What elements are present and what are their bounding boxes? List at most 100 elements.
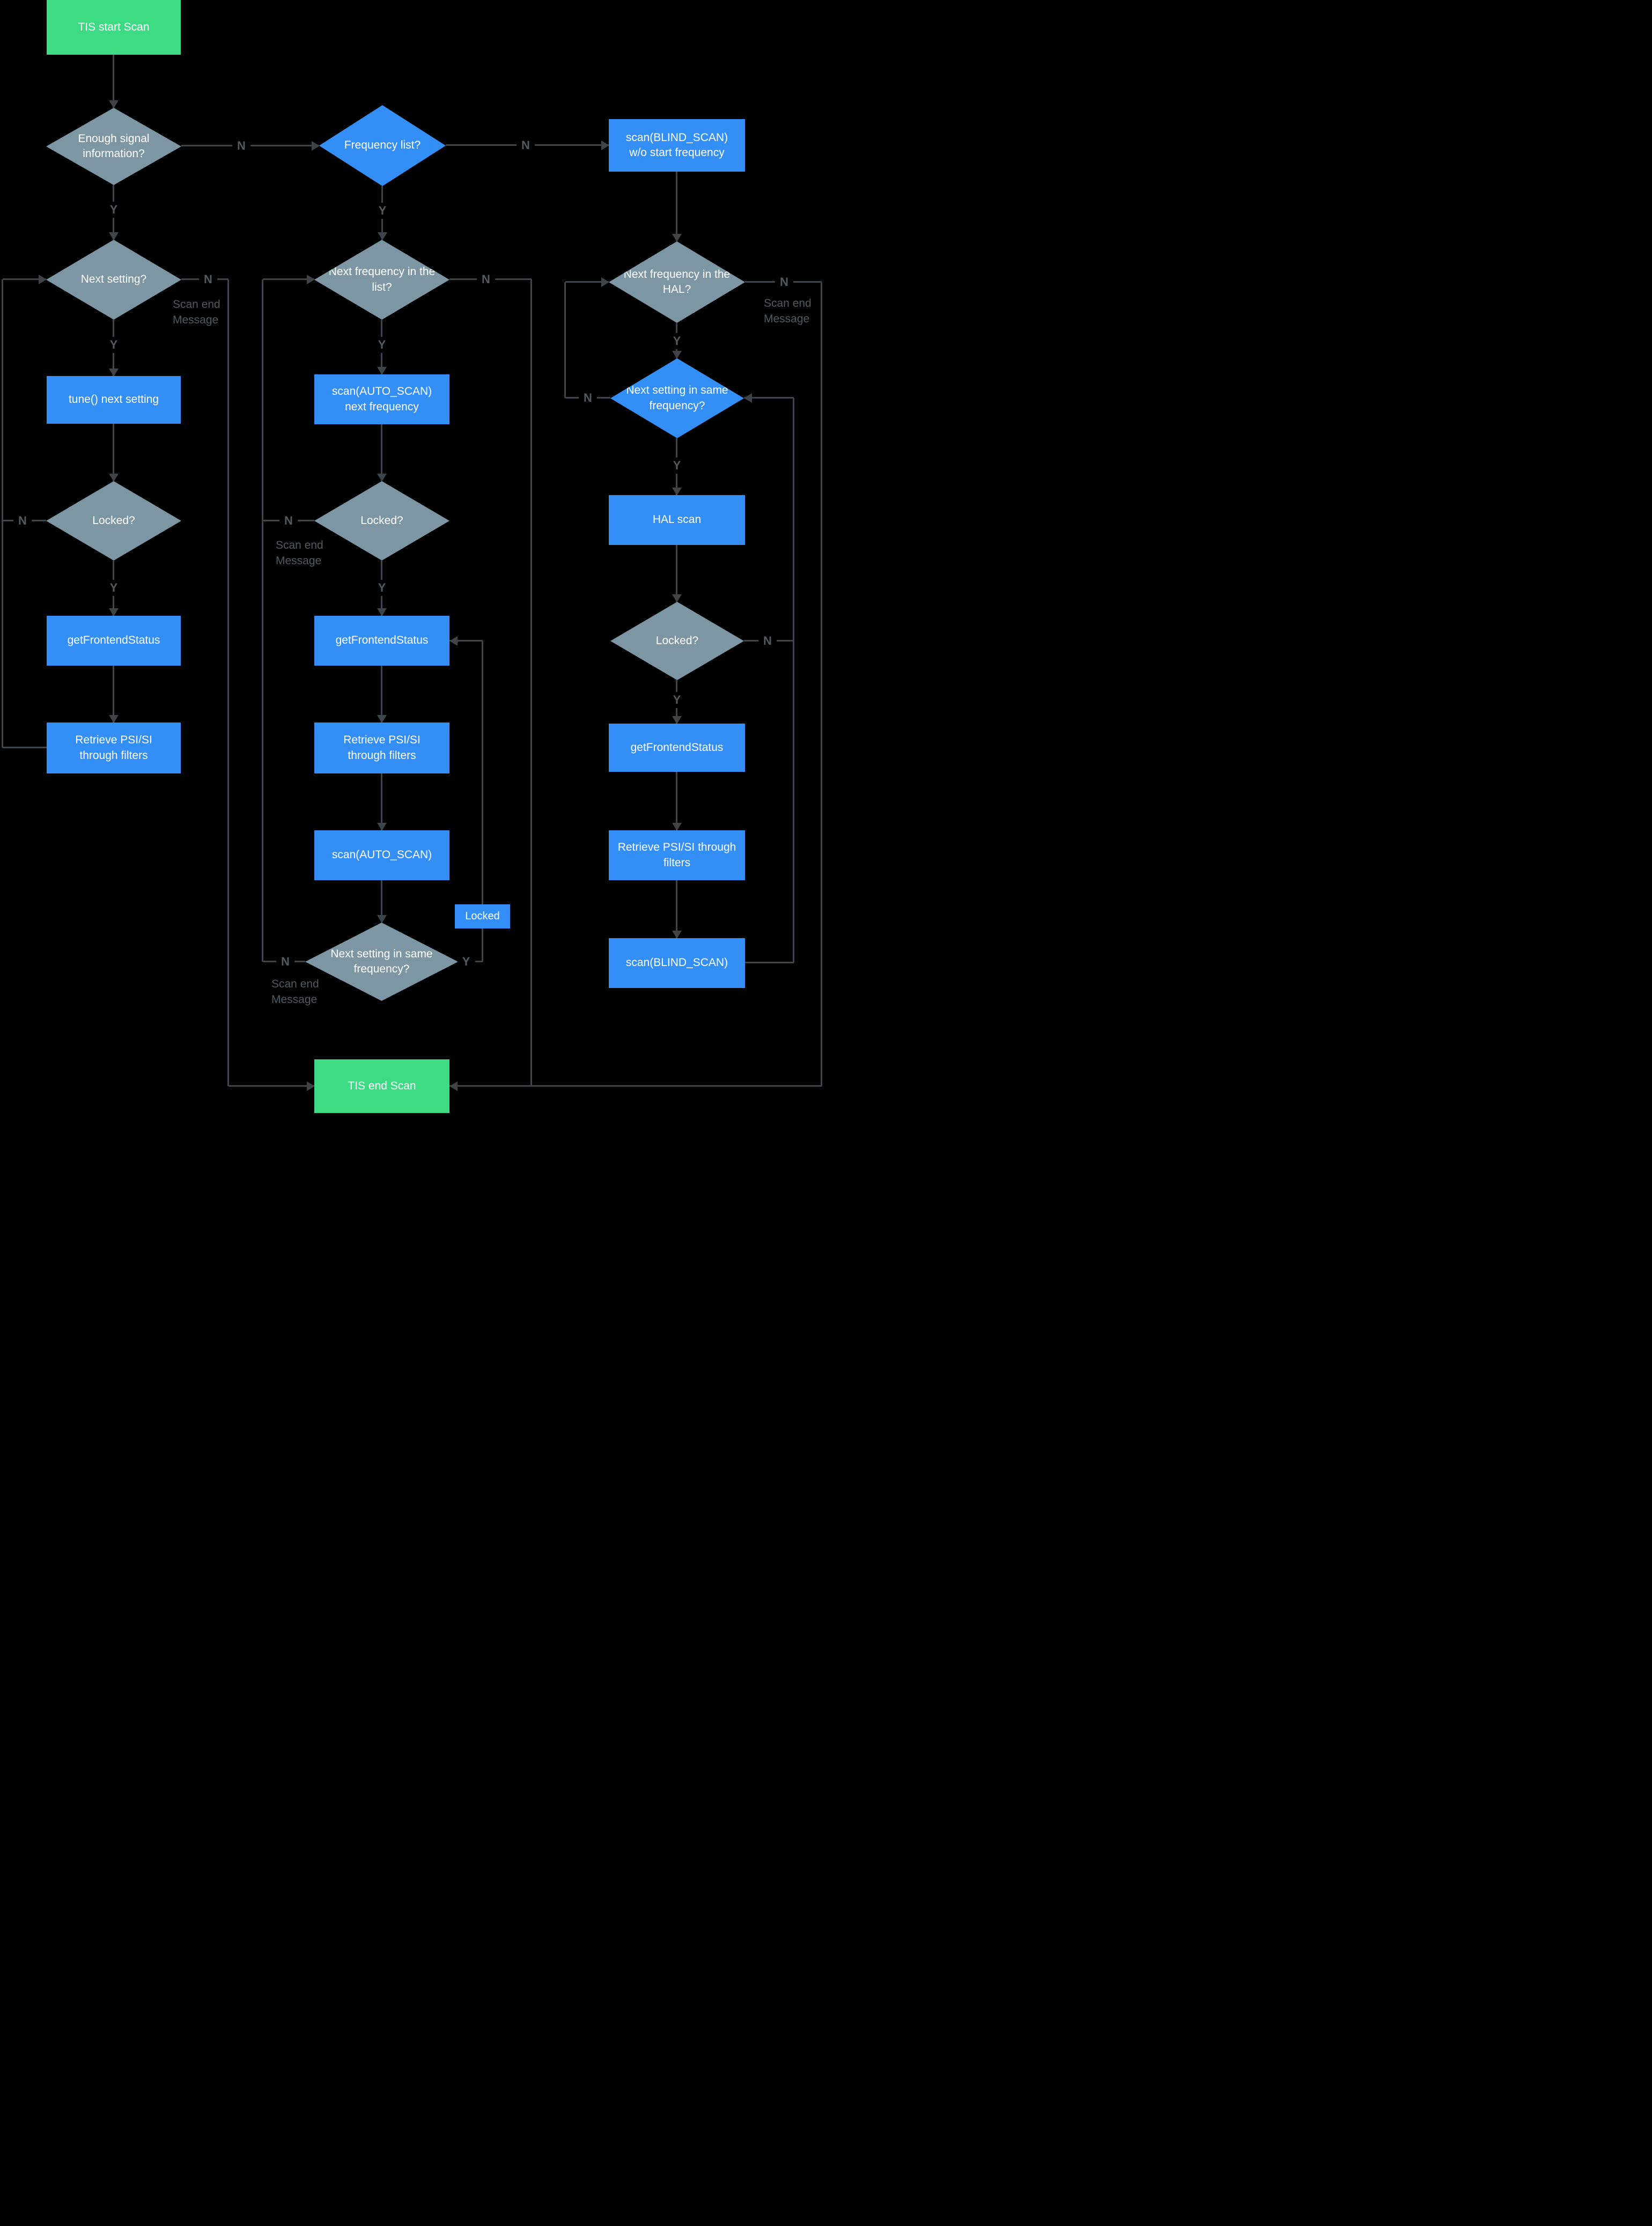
arrowhead-icon (672, 931, 682, 939)
process-hal-scan: HAL scan (609, 495, 745, 545)
connector-line (228, 1085, 314, 1087)
decision-frequency-list: Frequency list? (319, 105, 446, 186)
node-label: Retrieve PSI/SI through filters (75, 734, 152, 762)
arrowhead-icon (672, 488, 682, 496)
arrowhead-icon (744, 393, 752, 403)
process-scan-auto-next-frequency: scan(AUTO_SCAN) next frequency (314, 374, 449, 424)
process-scan-blind-wo-start-frequency: scan(BLIND_SCAN) w/o start frequency (609, 119, 745, 172)
arrowhead-icon (449, 636, 458, 646)
arrowhead-icon (307, 275, 315, 284)
decision-next-frequency-in-list: Next frequency in the list? (314, 240, 449, 320)
node-label: Next setting? (80, 273, 147, 286)
node-label: scan(AUTO_SCAN) next frequency (331, 385, 432, 413)
decision-next-setting: Next setting? (46, 240, 181, 320)
process-get-frontend-status-left: getFrontendStatus (47, 616, 181, 666)
connector-line (262, 279, 263, 962)
connector-line (676, 772, 677, 830)
arrowhead-icon (601, 277, 609, 287)
process-retrieve-psi-left: Retrieve PSI/SI through filters (47, 723, 181, 773)
edge-label-yes: Y (373, 580, 391, 596)
connector-line (482, 641, 483, 962)
scan-end-message-annotation: Scan end Message (173, 298, 220, 327)
edge-label-no: N (279, 513, 298, 529)
edge-label-yes: Y (668, 692, 686, 708)
node-label: Next frequency in the HAL? (623, 268, 731, 296)
edge-label-yes: Y (668, 333, 686, 349)
node-label: Enough signal information? (78, 132, 150, 160)
node-label: scan(BLIND_SCAN) w/o start frequency (625, 131, 728, 159)
process-tune-next-setting: tune() next setting (47, 376, 181, 424)
edge-label-no: N (232, 138, 250, 154)
node-label: Locked? (360, 514, 403, 527)
node-label: Locked? (92, 514, 135, 527)
connector-line (676, 172, 677, 241)
edge-label-yes: Y (457, 954, 475, 970)
node-label: tune() next setting (68, 393, 159, 406)
connector-line (3, 278, 46, 280)
arrowhead-icon (109, 232, 119, 240)
edge-label-yes: Y (668, 458, 686, 474)
edge-label-no: N (775, 274, 793, 290)
scan-end-message-annotation: Scan end Message (764, 297, 812, 326)
edge-label-no: N (199, 271, 217, 288)
arrowhead-icon (109, 100, 119, 108)
decision-next-setting-same-frequency-middle: Next setting in same frequency? (305, 923, 458, 1001)
node-label: Retrieve PSI/SI through filters (343, 734, 421, 762)
flowchart-canvas: TIS start Scan Enough signal information… (0, 0, 826, 1113)
edge-label-yes: Y (105, 202, 123, 218)
process-get-frontend-status-right: getFrontendStatus (609, 724, 745, 772)
process-scan-blind: scan(BLIND_SCAN) (609, 938, 745, 988)
arrowhead-icon (377, 823, 387, 831)
arrowhead-icon (109, 474, 119, 482)
connector-line (113, 666, 114, 723)
connector-line (449, 640, 483, 642)
arrowhead-icon (377, 715, 387, 723)
decision-next-frequency-in-hal: Next frequency in the HAL? (609, 241, 745, 323)
arrowhead-icon (672, 234, 682, 242)
edge-label-no: N (13, 513, 32, 529)
arrowhead-icon (672, 716, 682, 724)
edge-label-yes: Y (373, 337, 391, 353)
arrowhead-icon (39, 275, 47, 284)
connector-line (3, 747, 47, 748)
arrowhead-icon (109, 715, 119, 723)
decision-locked-middle: Locked? (314, 481, 449, 561)
node-label: TIS end Scan (348, 1079, 416, 1092)
scan-end-message-annotation: Scan end Message (276, 539, 323, 567)
connector-line (2, 279, 3, 748)
arrowhead-icon (109, 608, 119, 616)
connector-line (745, 962, 794, 963)
process-retrieve-psi-middle: Retrieve PSI/SI through filters (314, 723, 449, 773)
connector-line (227, 279, 229, 1086)
connector-line (793, 398, 794, 963)
process-get-frontend-status-middle: getFrontendStatus (314, 616, 449, 666)
node-label: getFrontendStatus (67, 634, 160, 647)
arrowhead-icon (601, 141, 609, 150)
connector-line (381, 773, 382, 830)
decision-next-setting-same-frequency-right: Next setting in same frequency? (610, 358, 744, 438)
arrowhead-icon (449, 1081, 458, 1091)
edge-label-yes: Y (373, 203, 392, 219)
connector-line (113, 424, 114, 481)
edge-label-no: N (276, 954, 294, 970)
node-label: Frequency list? (344, 139, 421, 152)
connector-line (530, 279, 532, 1086)
connector-line (821, 282, 822, 1086)
connector-line (381, 666, 382, 723)
node-label: HAL scan (652, 513, 702, 526)
node-label: scan(AUTO_SCAN) (331, 849, 432, 861)
start-node-tis-start-scan: TIS start Scan (47, 0, 181, 55)
arrowhead-icon (672, 823, 682, 831)
arrowhead-icon (377, 915, 387, 923)
connector-line (449, 1085, 822, 1087)
connector-line (744, 397, 794, 399)
connector-line (564, 282, 566, 398)
edge-label-no: N (579, 390, 597, 406)
node-label: TIS start Scan (78, 20, 150, 33)
node-label: Retrieve PSI/SI through filters (617, 841, 736, 869)
node-label: Next setting in same frequency? (626, 384, 728, 412)
edge-label-yes: Y (105, 337, 123, 353)
node-label: Next setting in same frequency? (330, 947, 433, 975)
process-scan-auto: scan(AUTO_SCAN) (314, 830, 449, 880)
arrowhead-icon (307, 1081, 315, 1091)
